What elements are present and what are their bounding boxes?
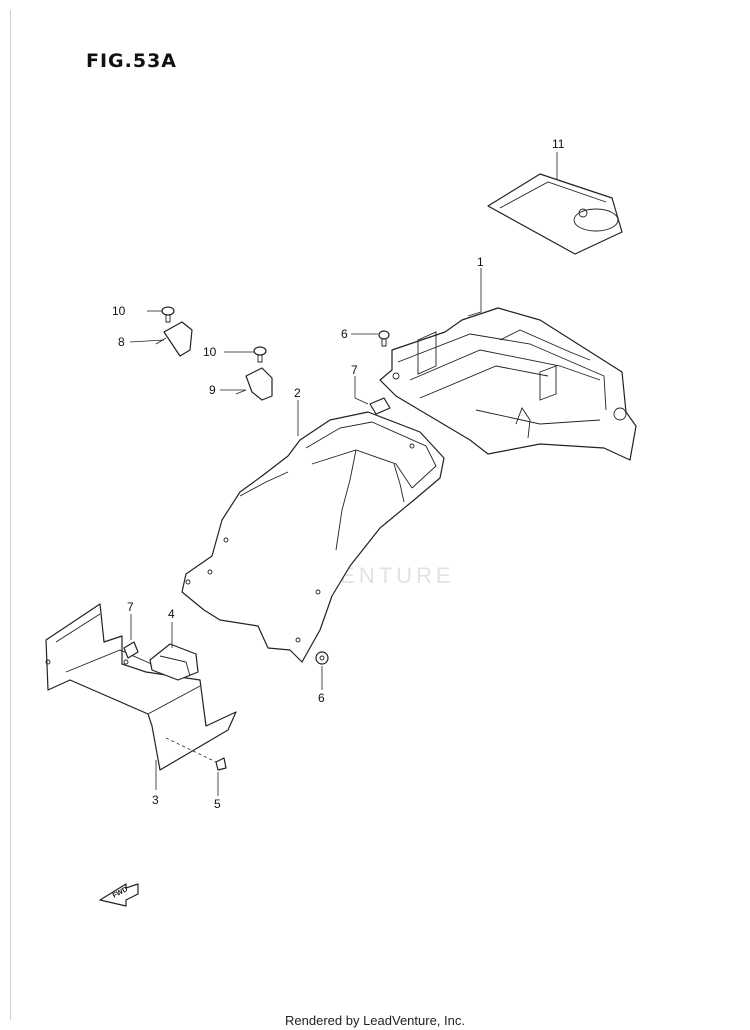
callout-labels: 11 1 2 3 4 5 6 6 7 7 8 9 10 10: [112, 137, 565, 811]
figure-title: FIG.53A: [86, 50, 178, 72]
callout-7-lower: 7: [127, 600, 134, 614]
callout-3: 3: [152, 793, 159, 807]
part-5-bolt[interactable]: [165, 737, 227, 771]
part-4-bracket[interactable]: [149, 643, 199, 681]
callout-4: 4: [168, 607, 175, 621]
page-border: [10, 10, 11, 1020]
part-10-screw-b[interactable]: [253, 346, 267, 363]
callout-10-upper: 10: [112, 304, 126, 318]
callout-5: 5: [214, 797, 221, 811]
part-7-nut-upper[interactable]: [369, 397, 391, 415]
part-11-pad[interactable]: [487, 173, 623, 255]
part-7-nut-lower[interactable]: [123, 641, 139, 659]
fwd-direction-arrow: FWD: [99, 883, 139, 907]
callout-7-upper: 7: [351, 363, 358, 377]
callout-10-lower: 10: [203, 345, 217, 359]
callout-11: 11: [552, 137, 565, 151]
leader-lines: [129, 152, 558, 796]
callout-6-upper: 6: [341, 327, 348, 341]
part-6-bolt-lower[interactable]: [315, 651, 329, 665]
callout-1: 1: [477, 255, 484, 269]
part-10-screw-a[interactable]: [161, 306, 175, 323]
part-3-lower-bracket[interactable]: [45, 603, 237, 771]
callout-2: 2: [294, 386, 301, 400]
part-6-bolt-upper[interactable]: [378, 330, 390, 347]
callout-6-lower: 6: [318, 691, 325, 705]
part-8-clamp[interactable]: [155, 321, 193, 357]
part-2-rear-fender[interactable]: [181, 411, 445, 663]
part-1-rear-tray[interactable]: [379, 307, 637, 461]
footer-credit: Rendered by LeadVenture, Inc.: [285, 1013, 465, 1028]
callout-8: 8: [118, 335, 125, 349]
part-9-clamp[interactable]: [235, 367, 273, 401]
callout-9: 9: [209, 383, 216, 397]
